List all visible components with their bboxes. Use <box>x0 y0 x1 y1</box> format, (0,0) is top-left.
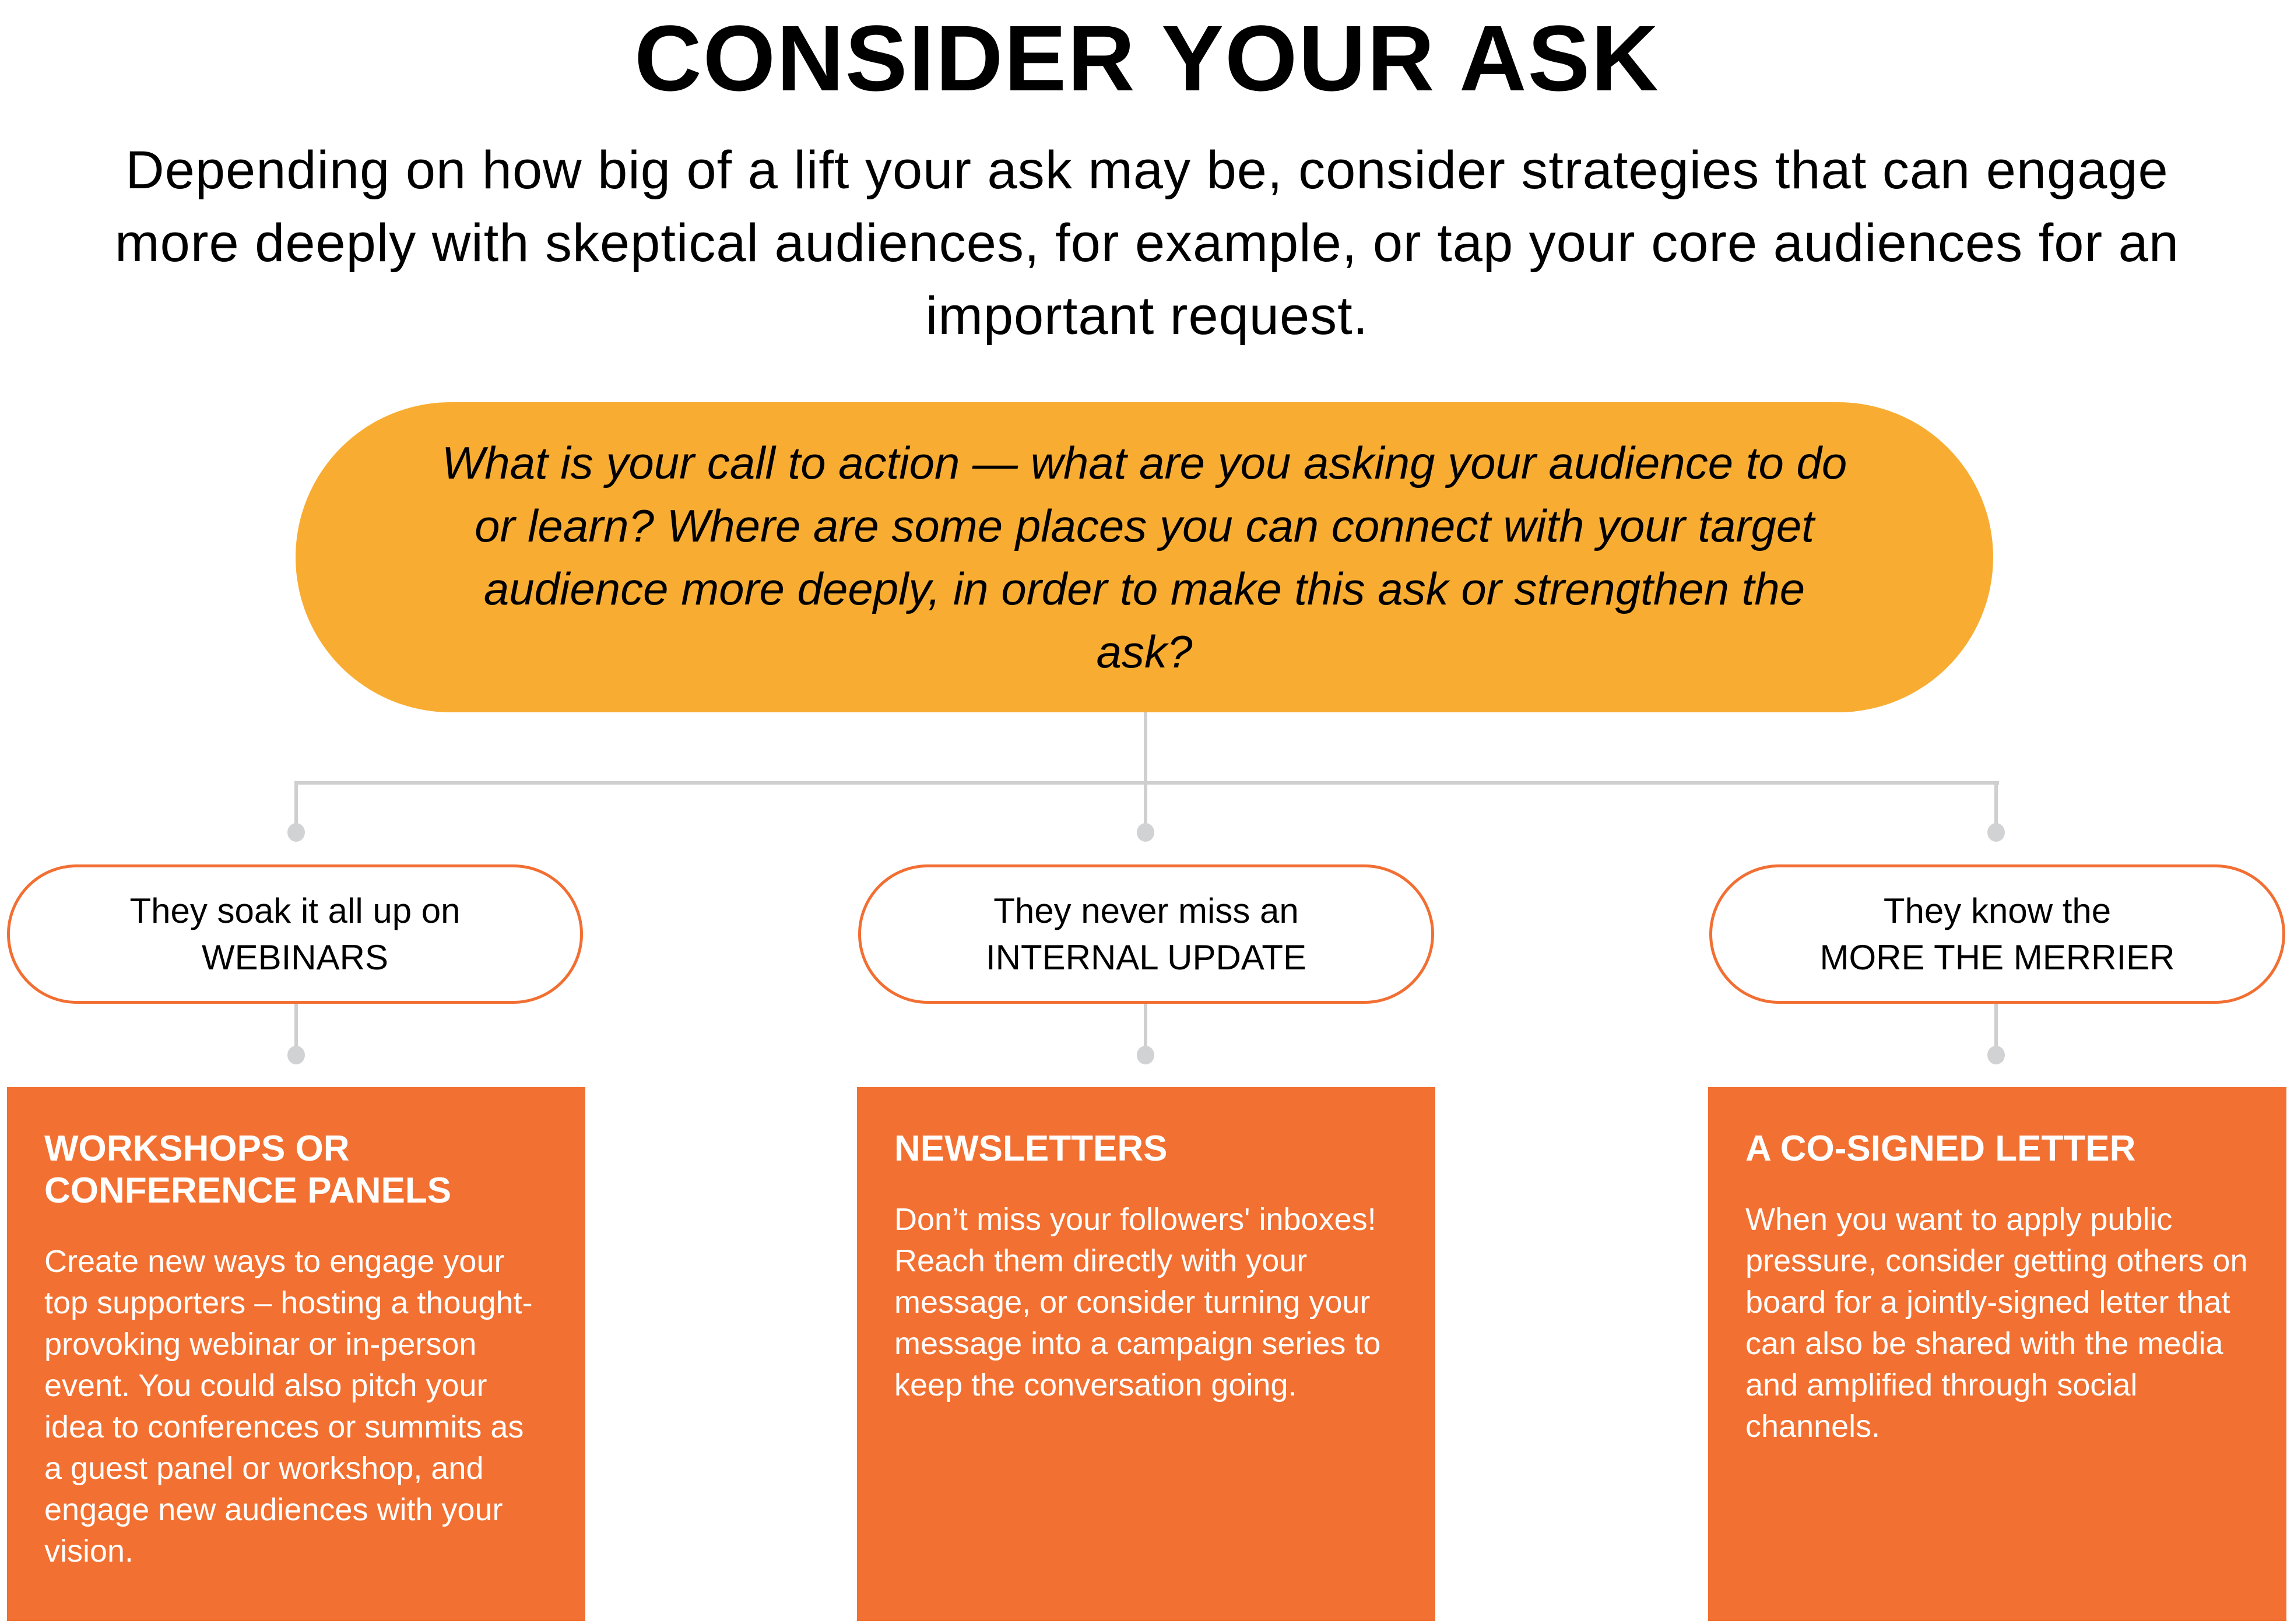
connector-dot <box>287 823 305 842</box>
page-subtitle: Depending on how big of a lift your ask … <box>115 140 2179 346</box>
connector-center-stem <box>1144 712 1147 782</box>
pill-lead: They soak it all up on <box>129 891 461 930</box>
pill-keyword: MORE THE MERRIER <box>1819 937 2175 977</box>
strategy-box-co-signed-letter: A CO-SIGNED LETTER When you want to appl… <box>1708 1087 2286 1621</box>
strategy-box-workshops: WORKSHOPS OR CONFERENCE PANELS Create ne… <box>7 1087 585 1621</box>
strategy-heading: A CO-SIGNED LETTER <box>1745 1129 2136 1169</box>
strategy-heading: NEWSLETTERS <box>894 1129 1168 1169</box>
strategy-body: When you want to apply public pressure, … <box>1745 1202 2248 1444</box>
strategy-heading: WORKSHOPS OR CONFERENCE PANELS <box>44 1129 452 1211</box>
strategy-body: Don’t miss your followers' inboxes! Reac… <box>894 1202 1381 1402</box>
connector-dot <box>1987 823 2005 842</box>
pill-lead: They know the <box>1883 891 2112 930</box>
connector-lower-3 <box>1994 1004 1998 1050</box>
connector-lower-2 <box>1144 1004 1147 1050</box>
pill-lead: They never miss an <box>993 891 1299 930</box>
connector-drop-1 <box>294 781 298 834</box>
question-text: What is your call to action — what are y… <box>441 437 1847 677</box>
page-title: CONSIDER YOUR ASK <box>634 6 1660 110</box>
connector-dot <box>1137 1046 1154 1064</box>
connector-drop-2 <box>1144 781 1147 834</box>
strategy-body: Create new ways to engage your top suppo… <box>44 1244 533 1569</box>
audience-pill-webinars: They soak it all up on WEBINARS <box>7 864 583 1004</box>
pill-keyword: INTERNAL UPDATE <box>985 937 1307 977</box>
connector-lower-1 <box>294 1004 298 1050</box>
connector-dot <box>1987 1046 2005 1064</box>
pill-keyword: WEBINARS <box>201 937 389 977</box>
connector-dot <box>1137 823 1154 842</box>
strategy-box-newsletters: NEWSLETTERS Don’t miss your followers' i… <box>857 1087 1435 1621</box>
connector-dot <box>287 1046 305 1064</box>
audience-pill-internal-update: They never miss an INTERNAL UPDATE <box>858 864 1434 1004</box>
connector-drop-3 <box>1994 781 1998 834</box>
call-to-action-question: What is your call to action — what are y… <box>296 402 1993 712</box>
